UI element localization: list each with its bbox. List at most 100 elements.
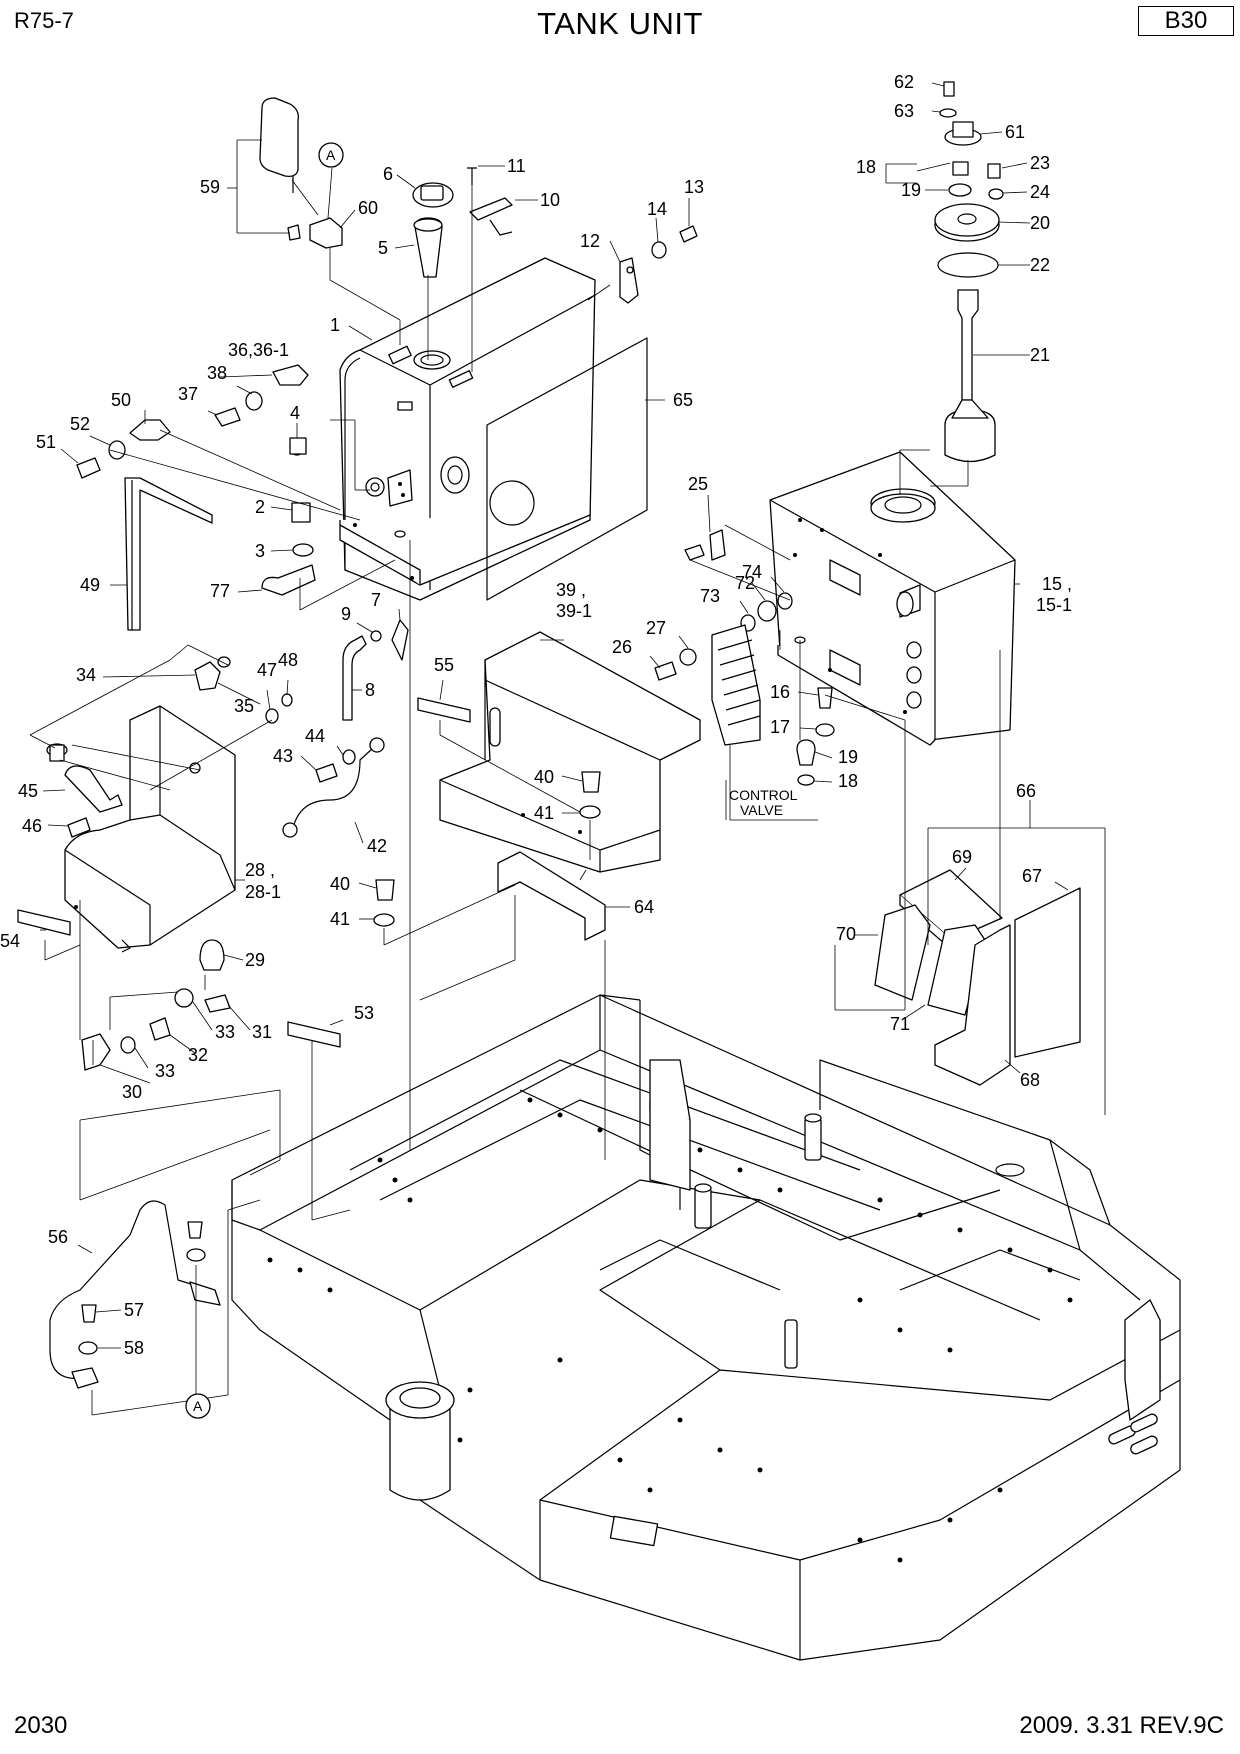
callout-46: 46 [22, 816, 42, 836]
callout-10: 10 [540, 190, 560, 210]
callout-13: 13 [684, 177, 704, 197]
callout-58: 58 [124, 1338, 144, 1358]
callout-50: 50 [111, 390, 131, 410]
callout-labels: 1 2 3 4 5 6 7 8 9 10 11 12 13 14 15 , 15… [0, 72, 1072, 1358]
callout-19-bottom: 19 [838, 747, 858, 767]
callout-64: 64 [634, 897, 654, 917]
cover-39 [439, 631, 701, 873]
callout-61: 61 [1005, 122, 1025, 142]
page-number: 2030 [14, 1712, 68, 1739]
callout-52: 52 [70, 414, 90, 434]
callout-69: 69 [952, 847, 972, 867]
callout-14: 14 [647, 199, 667, 219]
callout-20: 20 [1030, 213, 1050, 233]
sheet-code-box: B30 [1138, 6, 1234, 36]
small-parts [17, 81, 1081, 1389]
callout-24: 24 [1030, 182, 1050, 202]
callout-56: 56 [48, 1227, 68, 1247]
fuel-tank [769, 451, 1016, 746]
callout-42: 42 [367, 836, 387, 856]
callout-54: 54 [0, 931, 20, 951]
callout-48: 48 [278, 650, 298, 670]
callout-31: 31 [252, 1022, 272, 1042]
leader-lines [40, 82, 1106, 1349]
callout-33-b: 33 [155, 1061, 175, 1081]
callout-36: 36,36-1 [228, 340, 289, 360]
callout-34: 34 [76, 665, 96, 685]
callout-29: 29 [245, 950, 265, 970]
callout-3: 3 [255, 541, 265, 561]
callout-60: 60 [358, 198, 378, 218]
callout-40-b: 40 [330, 874, 350, 894]
callout-39: 39 , [556, 580, 586, 600]
callout-27: 27 [646, 618, 666, 638]
callout-12: 12 [580, 231, 600, 251]
callout-15: 15 , [1042, 574, 1072, 594]
callout-51: 51 [36, 432, 56, 452]
callout-35: 35 [234, 696, 254, 716]
callout-9: 9 [341, 604, 351, 624]
callout-39-1: 39-1 [556, 601, 592, 621]
callout-25: 25 [688, 474, 708, 494]
bracket-64 [497, 851, 606, 941]
callout-45: 45 [18, 781, 38, 801]
callout-57: 57 [124, 1300, 144, 1320]
cover-28 [64, 705, 236, 953]
callout-43: 43 [273, 746, 293, 766]
callout-67: 67 [1022, 866, 1042, 886]
callout-77: 77 [210, 581, 230, 601]
drawing-title: TANK UNIT [537, 6, 703, 41]
callout-40-a: 40 [534, 767, 554, 787]
callout-5: 5 [378, 238, 388, 258]
callout-47: 47 [257, 660, 277, 680]
control-valve-label-2: VALVE [740, 802, 783, 818]
callout-8: 8 [365, 680, 375, 700]
callout-33-a: 33 [215, 1022, 235, 1042]
callout-63: 63 [894, 101, 914, 121]
reference-a-bottom-text: A [193, 1398, 203, 1414]
callout-17: 17 [770, 717, 790, 737]
callout-49: 49 [80, 575, 100, 595]
callout-55: 55 [434, 655, 454, 675]
callout-41-a: 41 [534, 803, 554, 823]
revision-date: 2009. 3.31 REV.9C [1019, 1712, 1224, 1739]
callout-59: 59 [200, 177, 220, 197]
cover-plate-65 [486, 337, 648, 601]
callout-72: 72 [735, 573, 755, 593]
reference-marker-a-bottom [185, 1393, 211, 1419]
callout-26: 26 [612, 637, 632, 657]
callout-21: 21 [1030, 345, 1050, 365]
callout-71: 71 [890, 1014, 910, 1034]
callout-1: 1 [330, 315, 340, 335]
callout-66: 66 [1016, 781, 1036, 801]
callout-4: 4 [290, 403, 300, 423]
callout-68: 68 [1020, 1070, 1040, 1090]
callout-2: 2 [255, 497, 265, 517]
callout-73: 73 [700, 586, 720, 606]
callout-28-1: 28-1 [245, 882, 281, 902]
callout-65: 65 [673, 390, 693, 410]
callout-41-b: 41 [330, 909, 350, 929]
callout-11: 11 [507, 156, 526, 176]
callout-74: 74 [742, 562, 762, 582]
callout-18-top: 18 [856, 157, 876, 177]
callout-53: 53 [354, 1003, 374, 1023]
callout-30: 30 [122, 1082, 142, 1102]
reference-marker-a-top [318, 142, 344, 168]
handle-45 [64, 765, 123, 813]
callout-22: 22 [1030, 255, 1050, 275]
callout-15-1: 15-1 [1036, 595, 1072, 615]
callout-7: 7 [371, 590, 381, 610]
callout-23: 23 [1030, 153, 1050, 173]
control-valve-label: CONTROL [729, 787, 798, 803]
callout-37: 37 [178, 384, 198, 404]
reference-a-top-text: A [326, 147, 336, 163]
reference-lines [29, 185, 1001, 1416]
drawing-model-code: R75-7 [14, 8, 74, 33]
callout-6: 6 [383, 164, 393, 184]
callout-28: 28 , [245, 860, 275, 880]
upper-frame [231, 994, 1181, 1661]
callout-70: 70 [836, 924, 856, 944]
callout-62: 62 [894, 72, 914, 92]
